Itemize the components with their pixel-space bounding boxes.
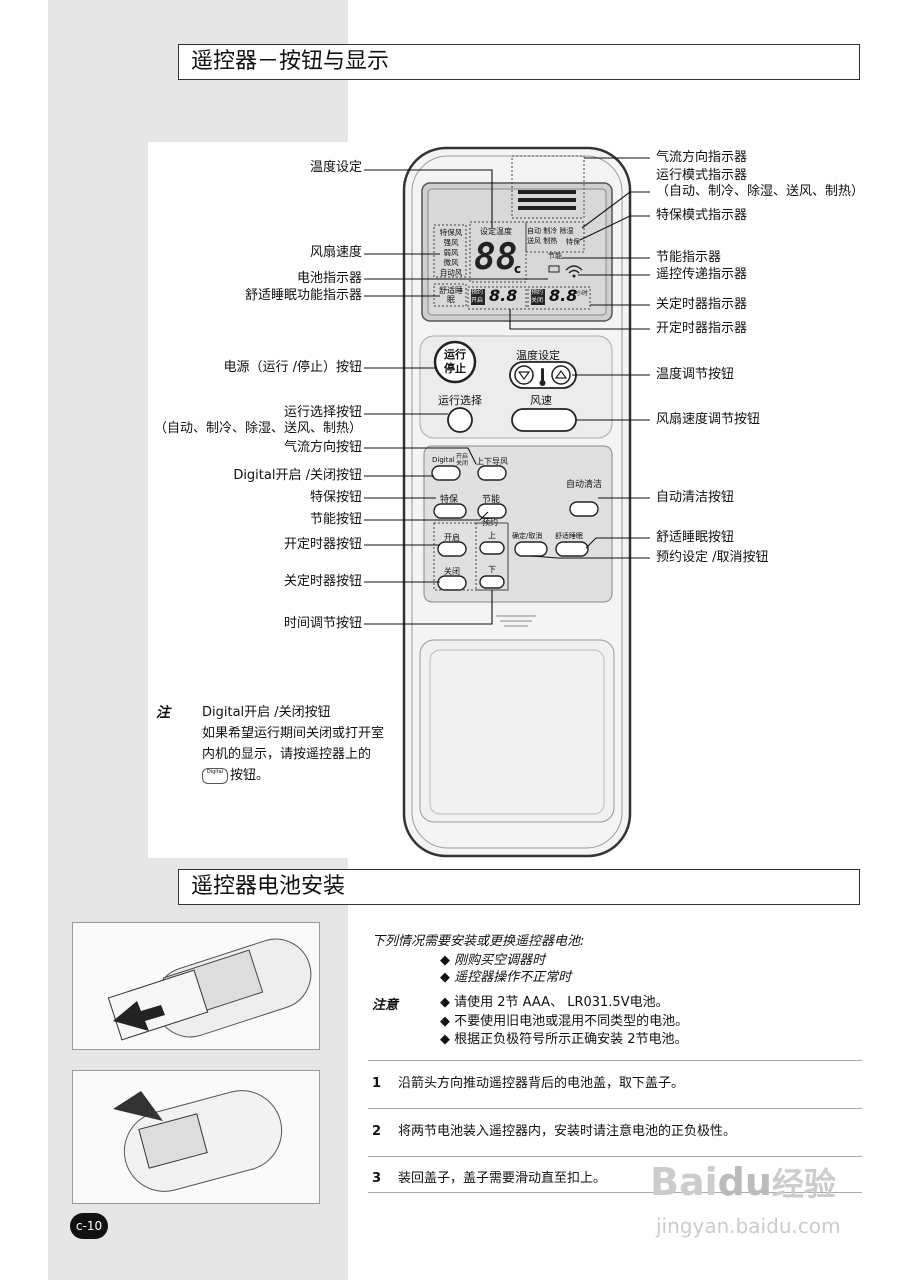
screen-special: 特保: [566, 238, 580, 246]
energy-label: 节能: [482, 495, 501, 505]
label-mode-button-sub: （自动、制冷、除湿、送风、制热）: [153, 421, 362, 436]
label-fan-speed-button: 风扇速度调节按钮: [656, 412, 761, 427]
mode-select-label: 运行选择: [438, 394, 482, 407]
note-line1: 如果希望运行期间关闭或打开室: [202, 726, 385, 741]
step-divider: [368, 1192, 862, 1193]
label-power-button: 电源（运行 /停止）按钮: [223, 360, 362, 375]
label-energy-indicator: 节能指示器: [656, 250, 722, 265]
down-label: 下: [488, 565, 496, 574]
swing-label: 上下导风: [476, 457, 508, 466]
arrow-icon: [113, 1091, 163, 1121]
screen-timer-on-digits: 8.8: [489, 286, 518, 305]
airflow-bars-icon: [511, 155, 585, 219]
screen-op-modes: 自动 制冷 除湿 送风 制热: [527, 227, 574, 245]
battery-case-1: ◆ 刚购买空调器时: [440, 953, 546, 968]
label-reserve-button: 预约设定 /取消按钮: [656, 550, 769, 565]
power-button[interactable]: 运行停止: [444, 348, 466, 375]
label-digital-button: Digital开启 /关闭按钮: [233, 468, 362, 483]
battery-icon: [548, 265, 560, 273]
arrow-icon: [113, 1001, 165, 1031]
off-label: 关闭: [444, 567, 460, 576]
caution-1: ◆ 请使用 2节 AAA、 LR031.5V电池。: [440, 995, 669, 1010]
battery-photo-2: [72, 1070, 320, 1204]
remote-diagram: [364, 146, 650, 858]
fan-speed-label: 风速: [530, 394, 552, 407]
note-line3: 按钮。: [230, 768, 270, 783]
label-airflow-indicator: 气流方向指示器: [656, 150, 748, 165]
digital-label: Digital: [432, 456, 455, 464]
label-special-indicator: 特保模式指示器: [656, 208, 748, 223]
label-auto-clean-button: 自动清洁按钮: [656, 490, 735, 505]
battery-intro: 下列情况需要安装或更换遥控器电池:: [372, 934, 585, 949]
label-mode-button: 运行选择按钮: [283, 405, 362, 420]
up-triangle-icon: [554, 369, 568, 379]
screen-sleep: 舒适睡眠: [439, 286, 463, 304]
screen-timer-off-digits: 8.8: [549, 286, 578, 305]
screen-set-temp: 设定温度: [480, 227, 512, 236]
screen-fan-modes: 特保风 强风 弱风 微风 自动风: [439, 228, 463, 277]
caution-3: ◆ 根据正负极符号所示正确安装 2节电池。: [440, 1032, 688, 1047]
label-timer-off-button: 关定时器按钮: [283, 574, 362, 589]
step-divider: [368, 1156, 862, 1157]
label-energy-button: 节能按钮: [309, 512, 362, 527]
label-sleep-indicator: 舒适睡眠功能指示器: [244, 288, 362, 303]
label-fan-speed: 风扇速度: [309, 245, 362, 260]
label-battery-indicator: 电池指示器: [296, 271, 362, 286]
down-triangle-icon: [517, 371, 531, 381]
screen-temp-digits: 88: [474, 237, 518, 278]
label-timer-on-button: 开定时器按钮: [283, 537, 362, 552]
screen-timer-on-label: 预约开启: [471, 289, 485, 305]
label-mode-indicator: 运行模式指示器: [656, 168, 748, 183]
digital-button-icon: Digital: [202, 768, 228, 784]
digital-sub-label: 开启关闭: [456, 453, 469, 467]
note-title: Digital开启 /关闭按钮: [202, 705, 331, 720]
special-label: 特保: [440, 495, 459, 505]
signal-icon: [565, 265, 583, 278]
thermometer-icon: [541, 368, 544, 382]
label-sleep-button: 舒适睡眠按钮: [656, 530, 735, 545]
reserve-label: 预约: [482, 518, 498, 527]
label-mode-indicator-sub: （自动、制冷、除湿、送风、制热）: [656, 184, 865, 199]
confirm-label: 确定/取消: [512, 532, 543, 540]
screen-timer-unit: 小时: [576, 290, 589, 297]
watermark-logo: Baidu经验: [650, 1160, 836, 1204]
on-label: 开启: [444, 533, 460, 542]
caution-2: ◆ 不要使用旧电池或混用不同类型的电池。: [440, 1014, 689, 1029]
battery-photo-1: [72, 922, 320, 1050]
temp-set-label: 温度设定: [516, 349, 560, 362]
section-title-battery: 遥控器电池安装: [178, 869, 860, 905]
label-swing-button: 气流方向按钮: [283, 440, 362, 455]
sleep-label: 舒适睡眠: [555, 532, 583, 540]
auto-clean-label: 自动清洁: [565, 480, 602, 490]
label-remote-tx-indicator: 遥控传递指示器: [656, 267, 748, 282]
label-timer-on-indicator: 开定时器指示器: [656, 321, 748, 336]
label-timer-off-indicator: 关定时器指示器: [656, 297, 748, 312]
screen-temp-unit: c: [514, 262, 522, 276]
note-mark: 注: [156, 705, 170, 721]
page-number: c-10: [70, 1213, 108, 1239]
screen-timer-off-label: 预约关闭: [531, 289, 545, 305]
battery-case-2: ◆ 遥控器操作不正常时: [440, 970, 572, 985]
caution-mark: 注意: [372, 998, 399, 1013]
label-time-adjust-button: 时间调节按钮: [283, 616, 362, 631]
screen-energy: 节能: [548, 252, 562, 260]
step-divider: [368, 1060, 862, 1061]
label-temp-setting: 温度设定: [309, 160, 362, 175]
step-divider: [368, 1108, 862, 1109]
up-label: 上: [488, 531, 496, 540]
label-special-button: 特保按钮: [309, 490, 362, 505]
section-title-remote: 遥控器－按钮与显示: [178, 44, 860, 80]
note-line2: 内机的显示，请按遥控器上的: [202, 747, 372, 762]
watermark-url: jingyan.baidu.com: [656, 1214, 841, 1238]
label-temp-adjust-button: 温度调节按钮: [656, 367, 735, 382]
